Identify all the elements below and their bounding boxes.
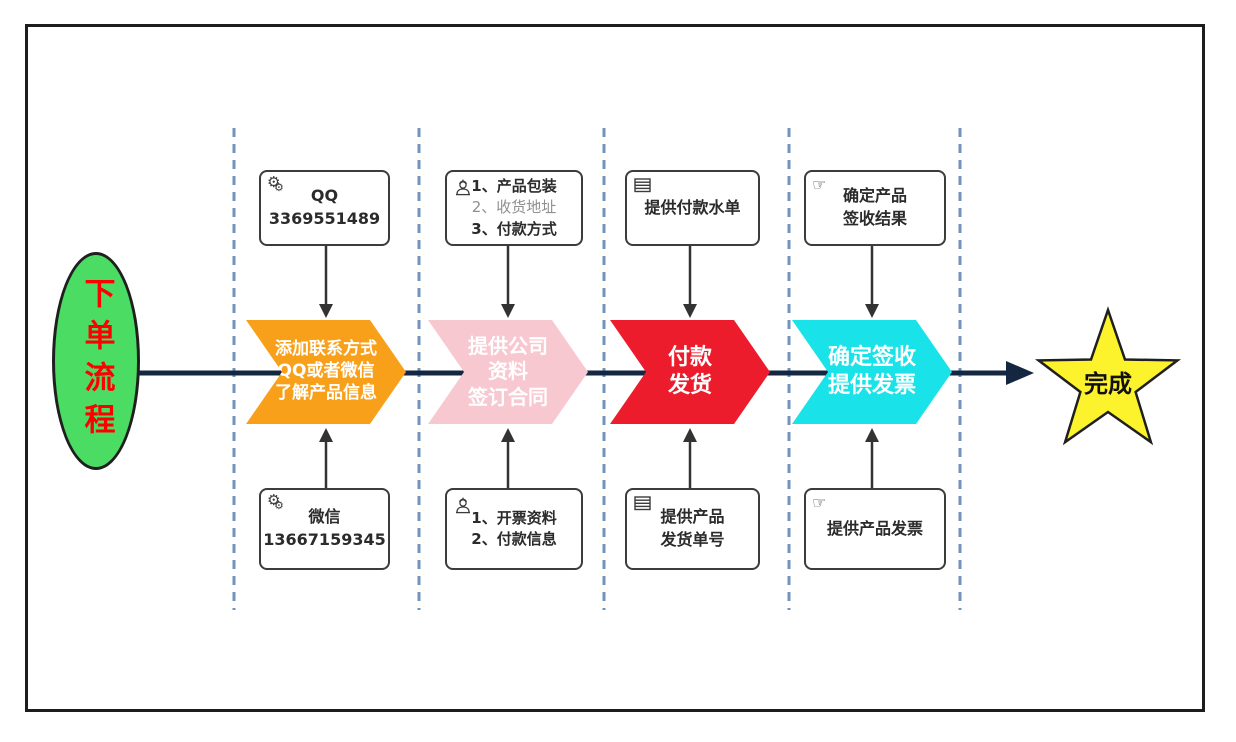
diagram-border — [25, 24, 1205, 712]
box-text-line: 微信 — [308, 507, 341, 527]
box-text-line: 确定产品 — [842, 186, 907, 206]
info-box-bottom-1: ⚙⚙ 微信 13667159345 — [259, 488, 390, 570]
box-text-line: 提供产品 — [660, 507, 725, 527]
box-text-line: 签收结果 — [842, 209, 907, 228]
pointing-hand-icon: ☞ — [812, 175, 827, 194]
box-text-line: 提供付款水单 — [644, 197, 741, 217]
start-node-label: 下单流程 — [78, 277, 115, 445]
chevron-text-line: 发货 — [667, 373, 712, 398]
box-text-line: 1、产品包装 — [471, 177, 557, 196]
main-flow-arrowhead — [1006, 361, 1034, 385]
box-text-line: 3369551489 — [268, 209, 381, 228]
finish-star-shape — [1034, 306, 1182, 446]
arrow-up-head — [319, 428, 333, 442]
info-box-bottom-2: 1、开票资料 2、付款信息 — [445, 488, 583, 570]
box-text-line: 3、付款方式 — [471, 219, 557, 238]
table-icon — [634, 178, 651, 193]
chevron-text-line: 提供发票 — [827, 373, 916, 398]
box-text-line: 提供产品发票 — [826, 518, 923, 538]
arrow-down-head — [865, 304, 879, 318]
arrow-up-head — [501, 428, 515, 442]
gears-icon: ⚙⚙ — [267, 491, 284, 512]
arrow-down-head — [319, 304, 333, 318]
chevron-text-line: 添加联系方式 — [275, 339, 377, 360]
finish-star — [1034, 306, 1182, 446]
info-box-bottom-3: 提供产品 发货单号 — [625, 488, 760, 570]
engineer-icon — [456, 497, 470, 514]
gears-icon-small: ⚙ — [274, 499, 284, 512]
arrow-down-head — [683, 304, 697, 318]
info-box-top-1: ⚙⚙ QQ 3369551489 — [259, 170, 390, 246]
box-text-line: 2、付款信息 — [471, 530, 557, 548]
arrow-up-head — [683, 428, 697, 442]
chevron-text-line: QQ或者微信 — [277, 361, 375, 382]
pointing-hand-icon: ☞ — [812, 493, 827, 512]
step-chevron-contract: 提供公司 资料 签订合同 — [428, 320, 588, 424]
arrow-down-head — [501, 304, 515, 318]
chevron-text-line: 签订合同 — [468, 384, 548, 409]
table-icon — [634, 496, 651, 511]
start-node: 下单流程 — [52, 252, 140, 470]
gears-icon: ⚙⚙ — [267, 173, 284, 194]
info-box-top-3: 提供付款水单 — [625, 170, 760, 246]
chevron-text-line: 了解产品信息 — [275, 382, 377, 403]
arrow-up-head — [865, 428, 879, 442]
engineer-icon — [456, 179, 470, 196]
info-box-top-2: 1、产品包装 2、收货地址 3、付款方式 — [445, 170, 583, 246]
box-text-line: 1、开票资料 — [471, 508, 557, 527]
gears-icon-small: ⚙ — [274, 181, 284, 194]
chevron-text-line: 资料 — [488, 359, 528, 384]
chevron-text-line: 提供公司 — [468, 333, 548, 358]
finish-label: 完成 — [1084, 370, 1132, 398]
box-text-line: 13667159345 — [263, 530, 386, 549]
box-text-line: 发货单号 — [660, 530, 725, 549]
chevron-text-line: 付款 — [667, 344, 712, 370]
chevron-text-line: 确定签收 — [827, 344, 916, 370]
info-box-bottom-4: ☞ 提供产品发票 — [804, 488, 946, 570]
info-box-top-4: ☞ 确定产品 签收结果 — [804, 170, 946, 246]
box-text-line: QQ — [310, 186, 339, 206]
box-text-line: 2、收货地址 — [471, 198, 557, 217]
